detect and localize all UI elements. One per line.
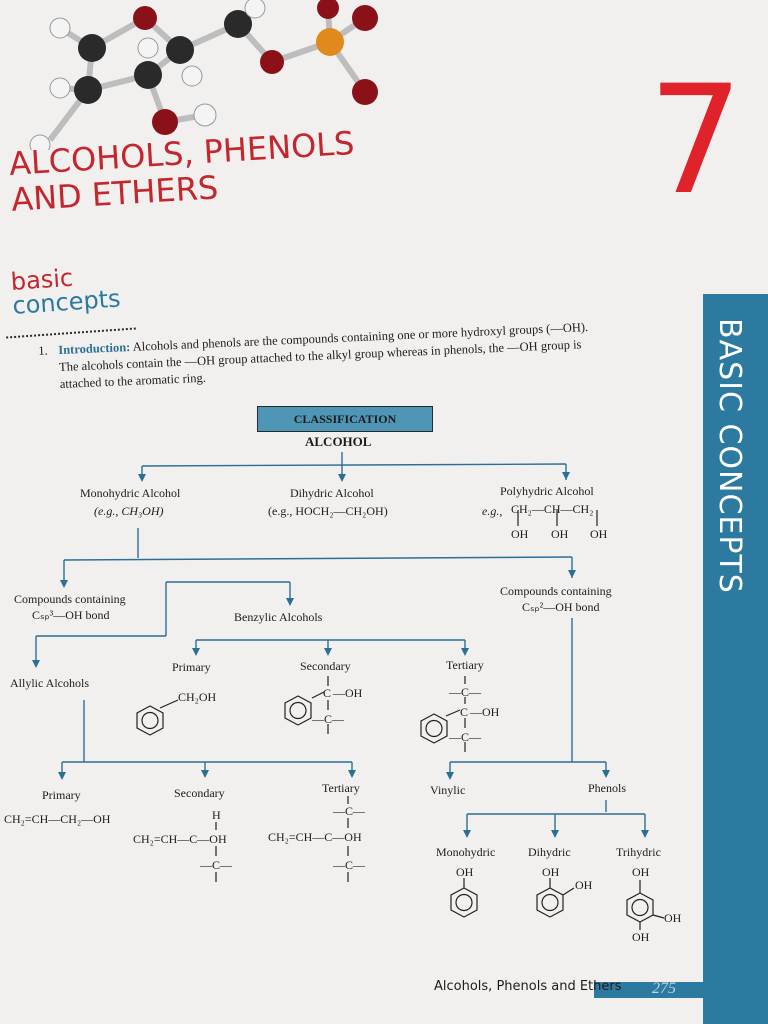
allylic-tertiary-label: Tertiary [322, 781, 360, 795]
phenol-monohydric-label: Monohydric [436, 845, 496, 859]
classification-header: CLASSIFICATION [257, 406, 433, 432]
allylic-tertiary-top: —C— [333, 804, 366, 818]
footer-accent-bar [594, 982, 704, 998]
allylic-secondary-h: H [212, 808, 221, 822]
benzylic-primary-group: CH₂OH [178, 690, 217, 704]
allylic-secondary-formula: CH₂=CH—C—OH [133, 832, 227, 846]
benzylic-tertiary-c: C [460, 705, 469, 719]
benzylic-tertiary-label: Tertiary [446, 658, 484, 672]
allylic-secondary-sub: —C— [200, 858, 233, 872]
benzylic-alcohols-label: Benzylic Alcohols [234, 610, 323, 624]
allylic-primary-label: Primary [42, 788, 81, 802]
polyhydric-example-prefix: e.g., [482, 504, 503, 518]
allylic-tertiary-formula: CH₂=CH—C—OH [268, 830, 362, 844]
polyhydric-oh-3: OH [590, 527, 608, 541]
benzylic-secondary-sub: —C— [312, 712, 345, 726]
sp3-compounds-line2: Cₛₚ³—OH bond [32, 608, 110, 622]
phenol-mono-oh: OH [456, 865, 474, 879]
page-number: 275 [652, 980, 676, 997]
sp3-compounds-line1: Compounds containing [14, 592, 126, 606]
running-title: Alcohols, Phenols and Ethers [434, 979, 622, 994]
phenol-tri-oh-3: OH [632, 930, 650, 944]
sp2-compounds-line1: Compounds containing [500, 584, 612, 598]
sp2-compounds-line2: Cₛₚ²—OH bond [522, 600, 600, 614]
phenol-trihydric-label: Trihydric [616, 845, 661, 859]
sidebar-band [703, 294, 768, 1024]
benzylic-tertiary-oh: —OH [470, 705, 500, 719]
polyhydric-oh-1: OH [511, 527, 529, 541]
allylic-alcohols-label: Allylic Alcohols [10, 676, 89, 690]
benzylic-primary-label: Primary [172, 660, 211, 674]
phenol-tri-oh-1: OH [632, 865, 650, 879]
allylic-secondary-label: Secondary [174, 786, 225, 800]
polyhydric-oh-2: OH [551, 527, 569, 541]
monohydric-example: (e.g., CH₃OH) [94, 504, 164, 518]
allylic-primary-formula: CH₂=CH—CH₂—OH [4, 812, 111, 826]
benzylic-secondary-label: Secondary [300, 659, 351, 673]
phenol-di-oh-1: OH [542, 865, 560, 879]
allylic-tertiary-sub: —C— [333, 858, 366, 872]
vinylic-label: Vinylic [430, 783, 466, 797]
benzylic-tertiary-top: —C— [449, 685, 482, 699]
phenol-dihydric-label: Dihydric [528, 845, 571, 859]
dihydric-alcohol-label: Dihydric Alcohol [290, 486, 374, 500]
sidebar-label: BASIC CONCEPTS [712, 318, 747, 594]
phenol-di-oh-2: OH [575, 878, 593, 892]
dihydric-example: (e.g., HOCH₂—CH₂OH) [268, 504, 388, 518]
alcohol-root-label: ALCOHOL [305, 434, 372, 449]
phenols-label: Phenols [588, 781, 627, 795]
benzylic-secondary-oh: —OH [333, 686, 363, 700]
molecule-model-illustration [29, 0, 378, 150]
polyhydric-chain: CH₂—CH—CH₂ [511, 502, 594, 516]
polyhydric-alcohol-label: Polyhydric Alcohol [500, 484, 594, 498]
benzylic-tertiary-sub: —C— [449, 730, 482, 744]
benzylic-secondary-c: C [323, 686, 332, 700]
chapter-number: 7 [648, 54, 744, 228]
phenol-tri-oh-2: OH [664, 911, 682, 925]
monohydric-alcohol-label: Monohydric Alcohol [80, 486, 181, 500]
